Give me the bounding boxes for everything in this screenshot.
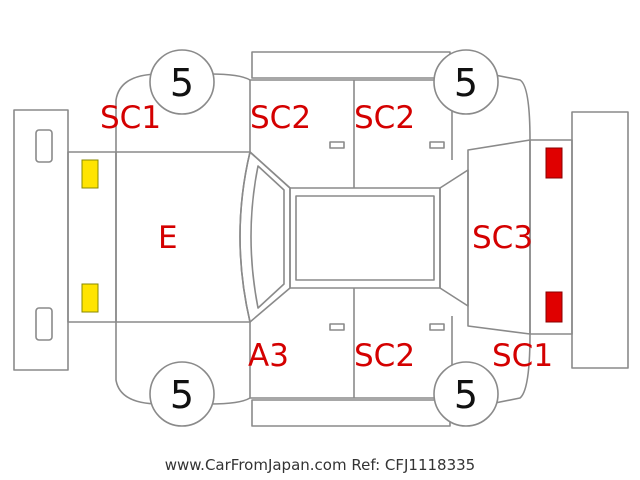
wheel-arch-rear-right <box>433 361 499 427</box>
wheel-arch-front-left <box>149 49 215 115</box>
tire-front-right-value: 5 <box>170 373 194 417</box>
roof <box>289 187 441 289</box>
windshield-inner <box>250 165 285 309</box>
tire-rear-right-value: 5 <box>454 373 478 417</box>
front-bumper-detail <box>35 307 53 341</box>
damage-code-left-front-fender: SC1 <box>100 100 161 136</box>
rear-bumper <box>571 111 629 369</box>
left-sill-upper <box>249 151 291 189</box>
front-lamp-marker <box>81 283 99 313</box>
rear-lamp-marker <box>545 147 563 179</box>
door-handle <box>429 323 445 331</box>
front-bumper <box>13 109 69 371</box>
right-rocker <box>251 399 451 427</box>
rear-glass <box>439 169 469 307</box>
tire-front-left-value: 5 <box>170 61 194 105</box>
damage-code-right-front-door: A3 <box>248 338 289 374</box>
footer-reference: www.CarFromJapan.com Ref: CFJ1118335 <box>164 456 476 474</box>
damage-code-left-rear-door: SC2 <box>354 100 415 136</box>
front-lamp-marker <box>81 159 99 189</box>
door-handle <box>329 141 345 149</box>
damage-code-right-rear-fender: SC1 <box>492 338 553 374</box>
roof-inner <box>295 195 435 281</box>
tire-rear-left-value: 5 <box>454 61 478 105</box>
damage-code-left-front-door: SC2 <box>250 100 311 136</box>
hood <box>115 151 251 323</box>
wheel-arch-rear-left <box>433 49 499 115</box>
windshield <box>239 151 291 323</box>
damage-code-right-rear-door: SC2 <box>354 338 415 374</box>
wheel-arch-front-right <box>149 361 215 427</box>
door-handle <box>429 141 445 149</box>
door-handle <box>329 323 345 331</box>
damage-code-tailgate: SC3 <box>472 220 533 256</box>
rear-lamp-marker <box>545 291 563 323</box>
damage-code-hood: E <box>158 220 178 256</box>
left-rocker <box>251 51 451 79</box>
front-bumper-detail <box>35 129 53 163</box>
rear-panel <box>529 139 573 335</box>
